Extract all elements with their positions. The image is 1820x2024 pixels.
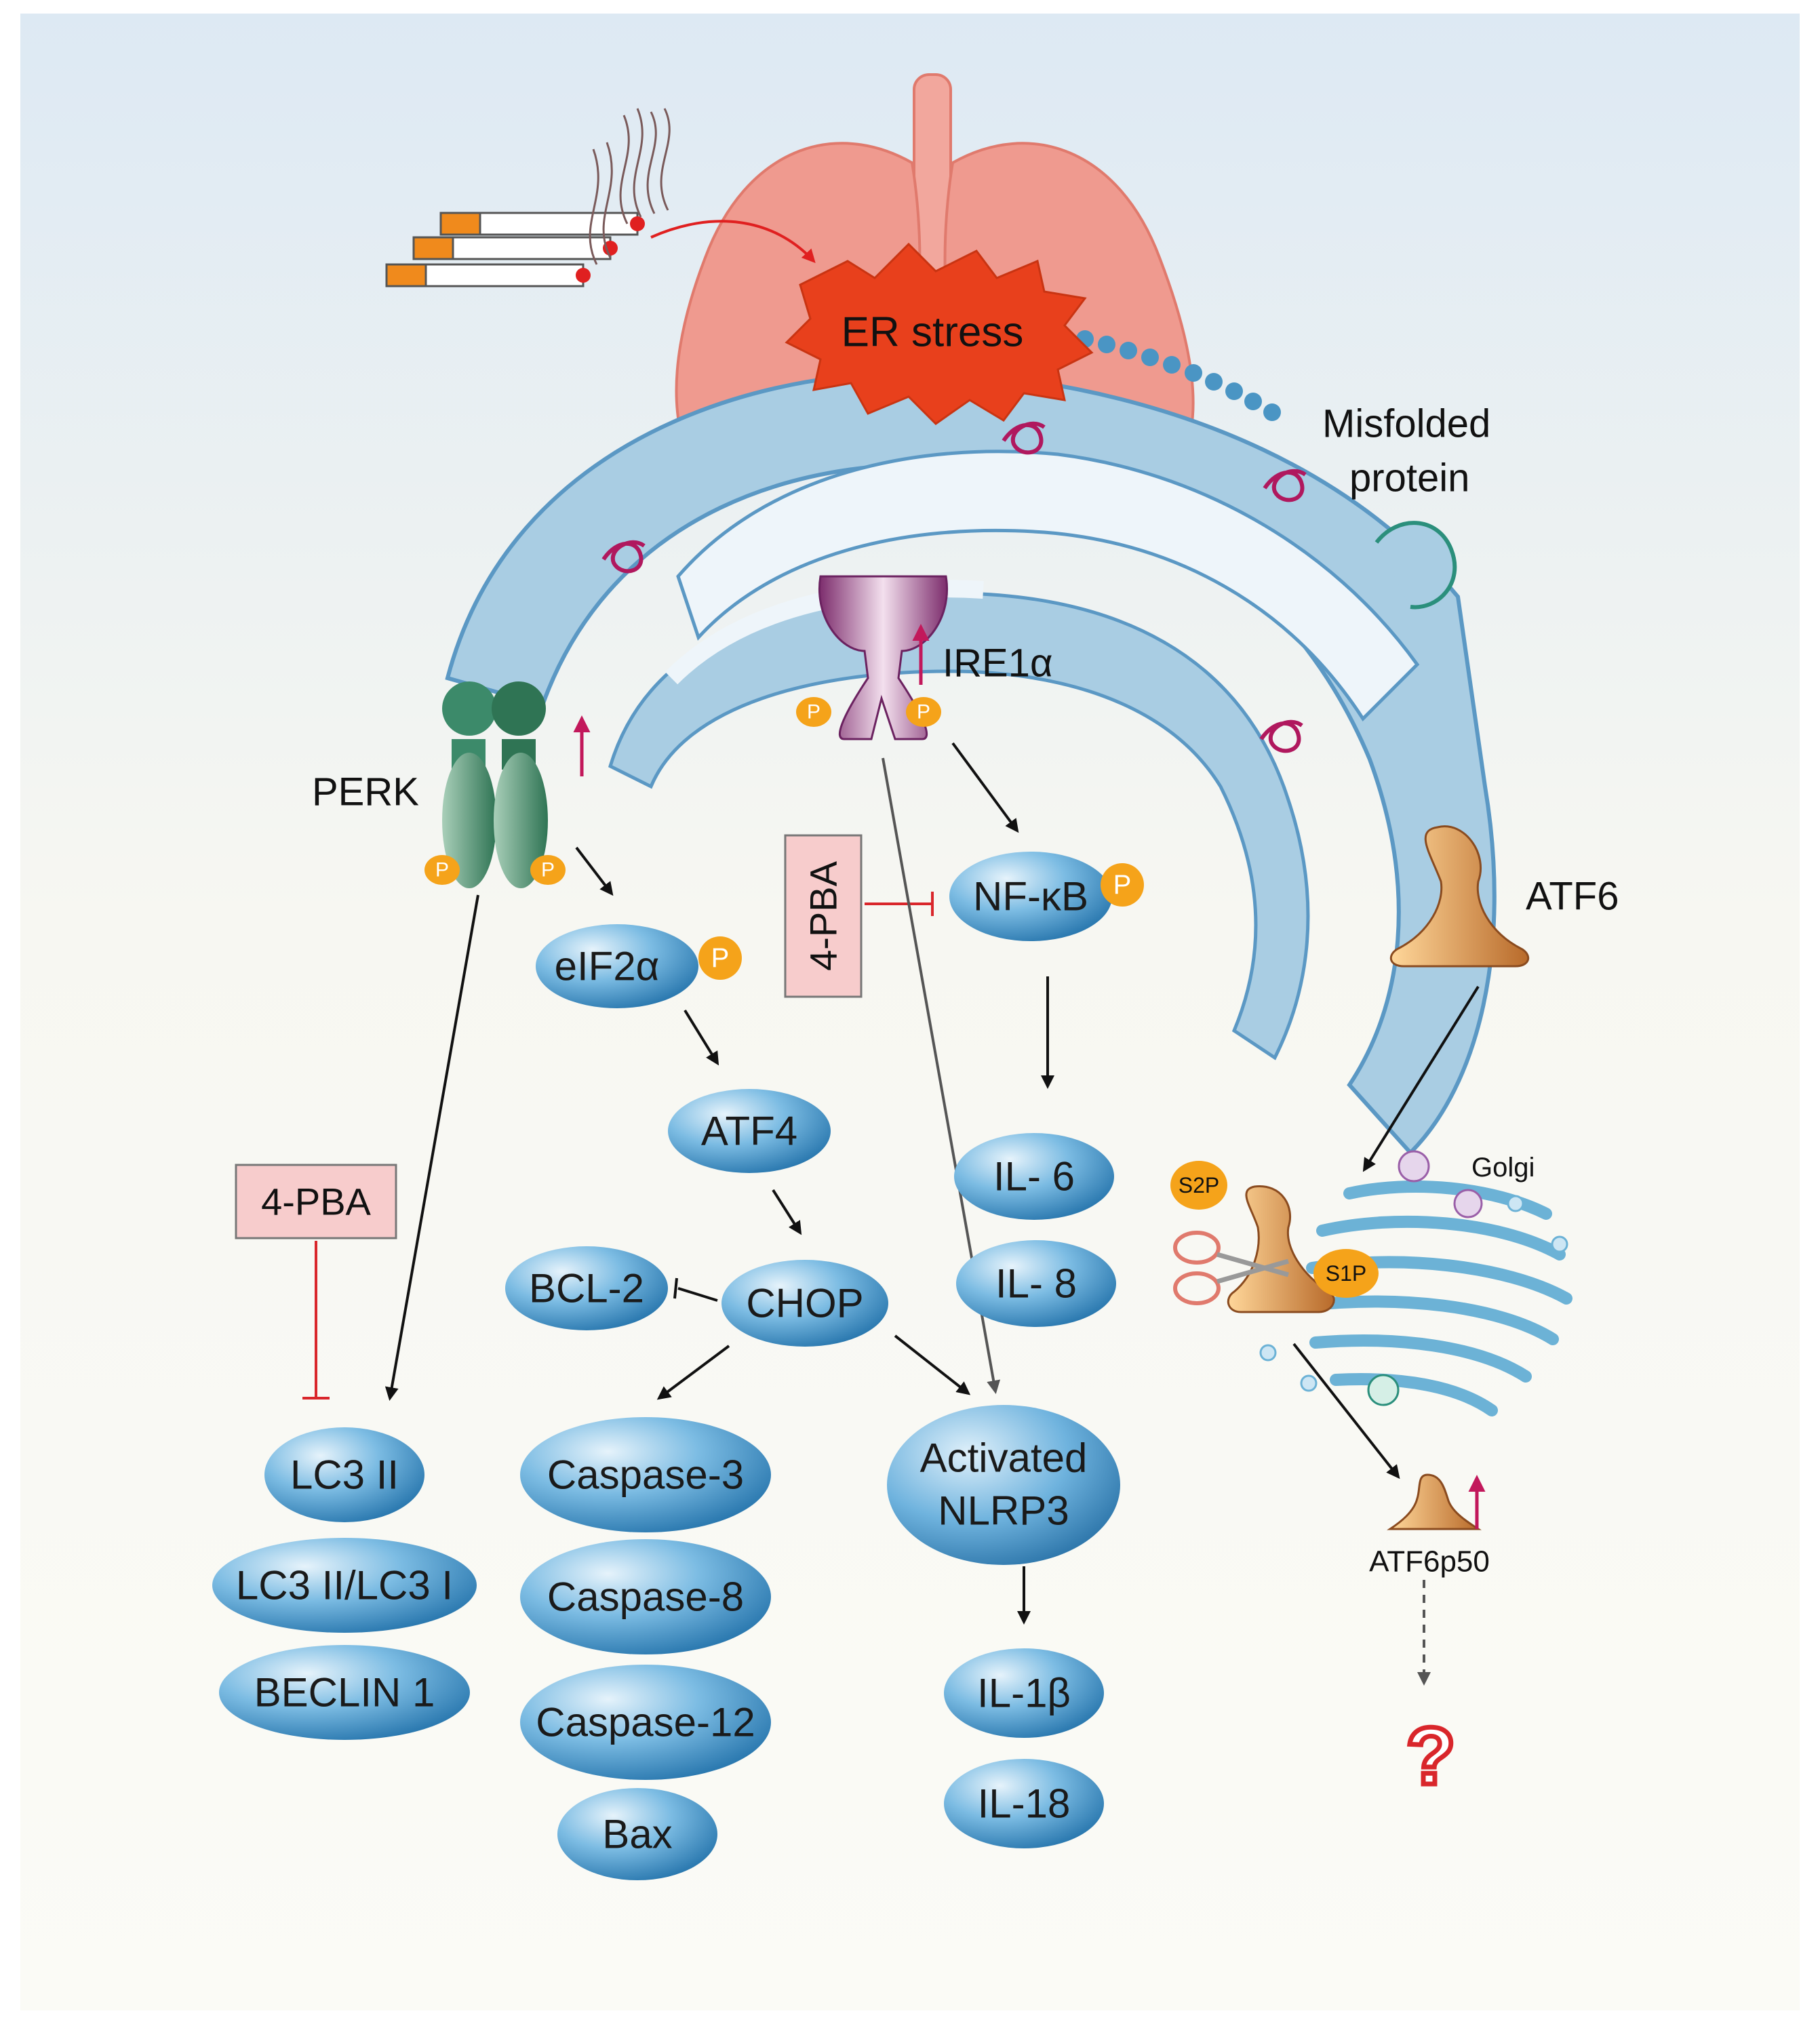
atf6-to-golgi-arrow bbox=[1362, 985, 1480, 1172]
perk-phospho-left bbox=[424, 855, 460, 885]
perk-phospho-right bbox=[530, 855, 566, 885]
pba-middle-label: 4-PBA bbox=[802, 860, 845, 970]
chop-to-caspase-arrow bbox=[656, 1345, 730, 1400]
s1p-badge bbox=[1313, 1249, 1379, 1298]
node-nlrp3-label-line1: Activated bbox=[920, 1435, 1088, 1481]
ire1a-receptor: P P bbox=[796, 575, 948, 740]
pba-left-label: 4-PBA bbox=[261, 1180, 371, 1223]
node-activated-nlrp3: Activated NLRP3 bbox=[887, 1405, 1120, 1565]
golgi-to-atf6p50-arrow bbox=[1292, 1343, 1400, 1480]
ire1a-label: IRE1α bbox=[943, 641, 1052, 686]
ire1a-phospho-right-label: P bbox=[917, 701, 930, 723]
perk-phospho-right-label: P bbox=[541, 859, 555, 881]
node-eif2a: eIF2α P bbox=[536, 924, 742, 1008]
cigarette-1 bbox=[439, 212, 645, 236]
node-il18: IL-18 bbox=[944, 1759, 1104, 1848]
s2p-label: S2P bbox=[1179, 1173, 1219, 1197]
golgi-label: Golgi bbox=[1471, 1153, 1535, 1183]
perk-phospho-left-label: P bbox=[435, 859, 449, 881]
node-bcl2-label: BCL-2 bbox=[529, 1266, 644, 1311]
node-lc3-ratio-label: LC3 II/LC3 I bbox=[236, 1563, 453, 1608]
atf6-receptor bbox=[1389, 825, 1530, 968]
ire1a-to-nfkb-arrow bbox=[951, 742, 1019, 833]
cigarette-3 bbox=[385, 263, 591, 287]
scissors-icon bbox=[1173, 1231, 1289, 1305]
misfolded-protein-label-line1: Misfolded bbox=[1322, 402, 1490, 446]
unknown-outcome-icon: ? bbox=[1406, 1711, 1455, 1802]
s1p-label: S1P bbox=[1326, 1261, 1366, 1286]
node-il18-label: IL-18 bbox=[978, 1781, 1071, 1827]
node-caspase3-label: Caspase-3 bbox=[547, 1452, 744, 1498]
pba-middle-inhibition-line bbox=[865, 892, 934, 916]
atf4-to-chop-arrow bbox=[772, 1189, 802, 1235]
atf6p50-label: ATF6p50 bbox=[1369, 1545, 1490, 1579]
node-bax: Bax bbox=[557, 1788, 717, 1880]
node-atf4: ATF4 bbox=[668, 1089, 831, 1173]
nfkb-phospho-label: P bbox=[1113, 870, 1132, 900]
node-atf4-label: ATF4 bbox=[701, 1109, 797, 1154]
node-chop: CHOP bbox=[721, 1260, 888, 1347]
misfolded-protein-label-line2: protein bbox=[1349, 456, 1469, 500]
perk-label: PERK bbox=[312, 770, 419, 814]
node-nlrp3-label-line2: NLRP3 bbox=[938, 1488, 1069, 1534]
smoke-wisps bbox=[589, 108, 671, 265]
cigarette-2 bbox=[412, 236, 618, 260]
node-caspase12-label: Caspase-12 bbox=[536, 1700, 755, 1745]
node-chop-label: CHOP bbox=[746, 1281, 863, 1326]
node-nfkb: NF-κB P bbox=[949, 852, 1144, 941]
perk-to-lc3-arrow bbox=[384, 894, 479, 1401]
misfolded-protein-squiggles bbox=[601, 421, 1307, 753]
ire1a-phospho-right bbox=[906, 697, 941, 727]
node-beclin1: BECLIN 1 bbox=[219, 1645, 470, 1740]
node-il6-label: IL- 6 bbox=[993, 1154, 1075, 1199]
atf6-golgi-protein bbox=[1227, 1185, 1335, 1313]
perk-receptor: P P bbox=[424, 681, 566, 888]
node-bcl2: BCL-2 bbox=[505, 1246, 668, 1330]
chop-inhibits-bcl2 bbox=[673, 1277, 718, 1302]
ire1a-phospho-left bbox=[796, 697, 831, 727]
atf6-label: ATF6 bbox=[1526, 875, 1619, 919]
node-caspase8-label: Caspase-8 bbox=[547, 1574, 744, 1620]
node-caspase8: Caspase-8 bbox=[520, 1539, 771, 1654]
er-stress-burst: ER stress bbox=[785, 242, 1094, 425]
node-il8: IL- 8 bbox=[956, 1240, 1116, 1327]
cigarettes-illustration bbox=[385, 108, 671, 287]
node-lc3-ratio: LC3 II/LC3 I bbox=[212, 1538, 477, 1633]
node-eif2a-label: eIF2α bbox=[555, 944, 660, 989]
pba-left-inhibition-line bbox=[302, 1241, 330, 1400]
chop-to-nlrp3-arrow bbox=[894, 1334, 971, 1395]
perk-to-eif2a-arrow bbox=[575, 846, 614, 896]
nfkb-phospho bbox=[1101, 863, 1144, 907]
s2p-badge bbox=[1170, 1161, 1227, 1210]
er-stress-label: ER stress bbox=[842, 309, 1024, 356]
node-nfkb-label: NF-κB bbox=[973, 874, 1088, 919]
node-il1b-label: IL-1β bbox=[977, 1671, 1071, 1716]
pba-left-inhibitor: 4-PBA bbox=[235, 1164, 397, 1239]
node-caspase12: Caspase-12 bbox=[520, 1665, 771, 1780]
node-lc3ii-label: LC3 II bbox=[290, 1452, 399, 1498]
golgi-vesicles bbox=[1259, 1150, 1568, 1406]
eif2a-phospho-label: P bbox=[711, 943, 730, 973]
node-il1b: IL-1β bbox=[944, 1648, 1104, 1738]
smoke-to-er-arrow bbox=[650, 220, 816, 263]
node-il6: IL- 6 bbox=[954, 1133, 1114, 1220]
node-lc3ii: LC3 II bbox=[264, 1427, 424, 1522]
node-il8-label: IL- 8 bbox=[995, 1261, 1077, 1307]
eif2a-to-atf4-arrow bbox=[684, 1009, 719, 1066]
ire1a-phospho-left-label: P bbox=[807, 701, 820, 723]
eif2a-phospho bbox=[698, 936, 742, 980]
pba-middle-inhibitor: 4-PBA bbox=[784, 834, 863, 998]
node-bax-label: Bax bbox=[602, 1812, 672, 1857]
node-beclin1-label: BECLIN 1 bbox=[254, 1670, 435, 1715]
node-caspase3: Caspase-3 bbox=[520, 1417, 771, 1532]
